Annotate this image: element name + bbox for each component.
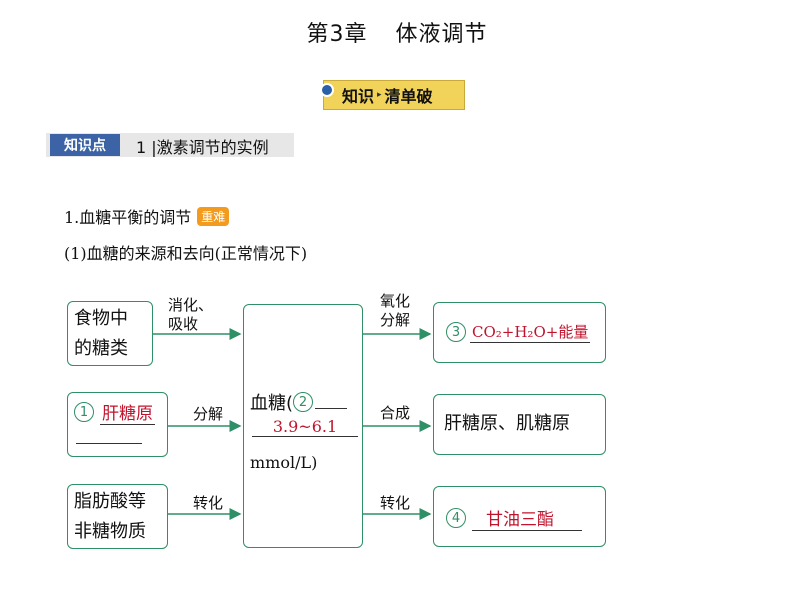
section-divider: | [151, 138, 157, 157]
knowledge-badge: 知识 ▸ 清单破 [320, 80, 465, 110]
blood-sugar-box: 血糖( 2 3.9~6.1 mmol/L) [243, 304, 363, 548]
badge-part2: 清单破 [384, 87, 433, 106]
badge-dot-icon [320, 83, 334, 97]
label-digest: 消化、 吸收 [168, 296, 213, 334]
source-box-glycogen: 1 肝糖原 [67, 392, 168, 457]
blood-sugar-unit: mmol/L) [250, 453, 318, 472]
answer-number-3: 3 [446, 322, 466, 342]
output-glycogen-text: 肝糖原、肌糖原 [444, 413, 570, 434]
source-nonsugar-text: 脂肪酸等 非糖物质 [68, 485, 167, 547]
source-nonsugar-line1: 脂肪酸等 [74, 491, 146, 512]
source-glycogen-row: 1 肝糖原 [74, 399, 155, 425]
answer-2-blank-top [315, 395, 348, 409]
answer-number-2: 2 [293, 392, 314, 412]
label-oxidize-line1: 氧化 [380, 292, 411, 310]
source-box-food: 食物中 的糖类 [67, 301, 153, 366]
output-energy-row: 3 CO₂+H₂O+能量 [446, 321, 591, 343]
section-title: 1 |激素调节的实例 [136, 134, 269, 158]
label-oxidize-line2: 分解 [380, 311, 411, 329]
blood-sugar-row: 血糖( 2 [250, 389, 348, 415]
content-subheading: (1)血糖的来源和去向(正常情况下) [64, 244, 308, 263]
chapter-number: 第3章 [306, 22, 368, 47]
badge-arrow-icon: ▸ [377, 90, 382, 100]
output-box-energy: 3 CO₂+H₂O+能量 [433, 302, 606, 363]
answer-2: 3.9~6.1 [252, 417, 358, 437]
source-nonsugar-line2: 非糖物质 [74, 521, 146, 542]
section-number: 1 [136, 138, 147, 157]
label-decompose: 分解 [193, 405, 224, 423]
label-oxidize: 氧化 分解 [380, 292, 410, 330]
source-box-nonsugar: 脂肪酸等 非糖物质 [67, 484, 168, 549]
label-digest-line1: 消化、 [168, 296, 214, 314]
label-convert-out: 转化 [380, 494, 411, 512]
difficulty-tag: 重难 [197, 207, 230, 226]
answer-number-4: 4 [446, 508, 466, 528]
blood-sugar-label: 血糖( [250, 393, 294, 414]
badge-part1: 知识 [342, 87, 375, 106]
output-box-fat: 4 甘油三酯 [433, 486, 606, 547]
content-heading: 1.血糖平衡的调节重难 [64, 204, 230, 228]
chapter-title: 体液调节 [395, 22, 488, 47]
label-convert-in: 转化 [193, 494, 224, 512]
section-title-text: 激素调节的实例 [156, 138, 269, 157]
answer-1: 肝糖原 [100, 399, 155, 425]
output-fat-row: 4 甘油三酯 [446, 505, 582, 531]
label-synthesize: 合成 [380, 404, 411, 422]
source-food-text: 食物中 的糖类 [68, 302, 152, 364]
answer-number-1: 1 [74, 402, 94, 422]
answer-1-blank [76, 443, 142, 444]
section-tag: 知识点 [50, 134, 120, 156]
output-box-glycogen: 肝糖原、肌糖原 [433, 394, 606, 455]
answer-3: CO₂+H₂O+能量 [470, 323, 591, 343]
label-digest-line2: 吸收 [168, 315, 199, 333]
source-food-line1: 食物中 [74, 308, 128, 329]
answer-4: 甘油三酯 [472, 505, 582, 531]
page-title: 第3章 体液调节 [0, 16, 794, 48]
source-food-line2: 的糖类 [74, 338, 128, 359]
heading-text: 1.血糖平衡的调节 [64, 208, 192, 227]
